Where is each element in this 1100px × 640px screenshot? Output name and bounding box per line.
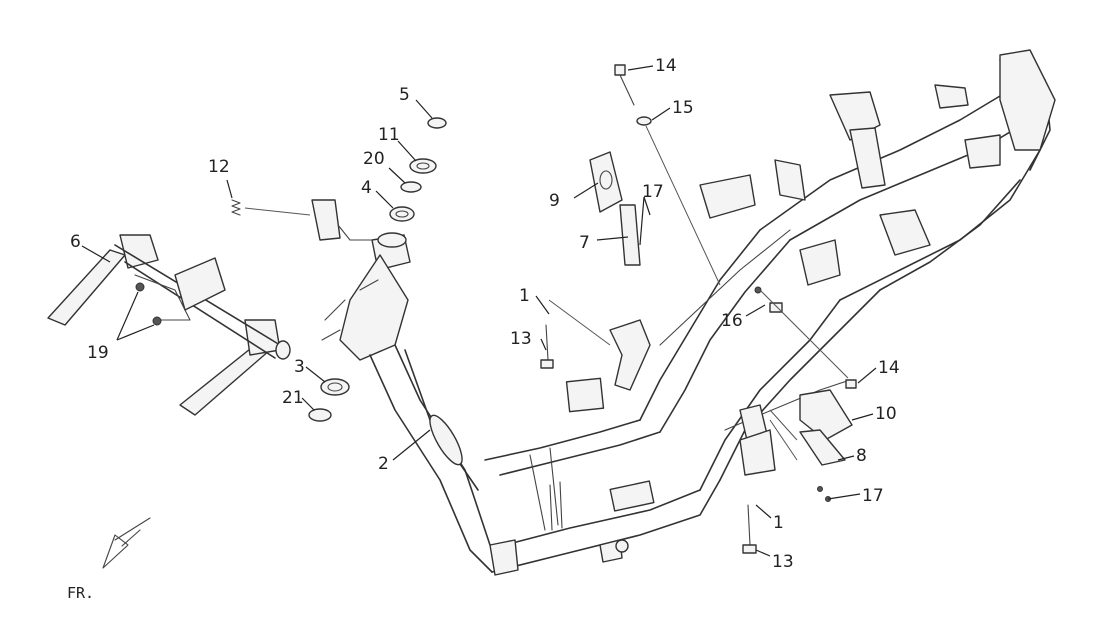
callout-9: 9 bbox=[549, 191, 560, 211]
callout-21: 21 bbox=[282, 388, 304, 408]
callout-3: 3 bbox=[294, 357, 305, 377]
callout-2: 2 bbox=[378, 454, 389, 474]
small-parts bbox=[231, 64, 857, 554]
front-direction-label: FR. bbox=[67, 584, 94, 602]
callout-19: 19 bbox=[87, 343, 109, 363]
callout-10: 10 bbox=[875, 404, 897, 424]
callout-16: 16 bbox=[721, 311, 743, 331]
callouts: 5 11 20 4 12 6 19 3 21 2 9 7 17 14 15 1 … bbox=[70, 56, 900, 572]
callout-17-top: 17 bbox=[642, 182, 664, 202]
callout-13-right: 13 bbox=[772, 552, 794, 572]
main-frame bbox=[321, 49, 1056, 576]
front-direction-indicator: FR. bbox=[67, 517, 151, 602]
callout-6: 6 bbox=[70, 232, 81, 252]
callout-4: 4 bbox=[361, 178, 372, 198]
callout-14-top: 14 bbox=[655, 56, 677, 76]
callout-11: 11 bbox=[378, 125, 400, 145]
callout-12: 12 bbox=[208, 157, 230, 177]
callout-1-right: 1 bbox=[773, 513, 784, 533]
callout-7: 7 bbox=[579, 233, 590, 253]
leader-lines bbox=[81, 65, 877, 557]
callout-1-left: 1 bbox=[519, 286, 530, 306]
front-arrow-icon bbox=[102, 517, 151, 569]
bracket-assembly bbox=[47, 234, 291, 416]
callout-15: 15 bbox=[672, 98, 694, 118]
callout-14-right: 14 bbox=[878, 358, 900, 378]
callout-8: 8 bbox=[856, 446, 867, 466]
callout-13-left: 13 bbox=[510, 329, 532, 349]
callout-17-bottom: 17 bbox=[862, 486, 884, 506]
callout-20: 20 bbox=[363, 149, 385, 169]
callout-5: 5 bbox=[399, 85, 410, 105]
